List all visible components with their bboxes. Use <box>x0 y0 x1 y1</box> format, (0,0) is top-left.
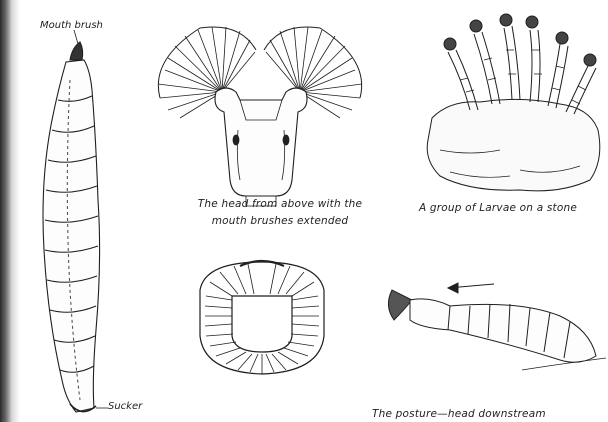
larva-side-view <box>43 30 108 412</box>
sucker-label: Sucker <box>108 401 142 412</box>
mouth-brush-pointer <box>74 30 78 44</box>
head-from-above-drawing <box>158 27 362 206</box>
posture-drawing <box>388 283 606 370</box>
cross-section-drawing <box>200 261 324 374</box>
mouth-brush-label: Mouth brush <box>40 20 103 31</box>
mouth-brush-drawing <box>70 42 83 60</box>
caption-posture: The posture—head downstream <box>372 406 608 422</box>
caption-head-from-above: The head from above with the mouth brush… <box>190 196 370 230</box>
caption-group-on-stone: A group of Larvae on a stone <box>418 200 578 217</box>
larvae-on-stone-drawing <box>427 14 600 191</box>
